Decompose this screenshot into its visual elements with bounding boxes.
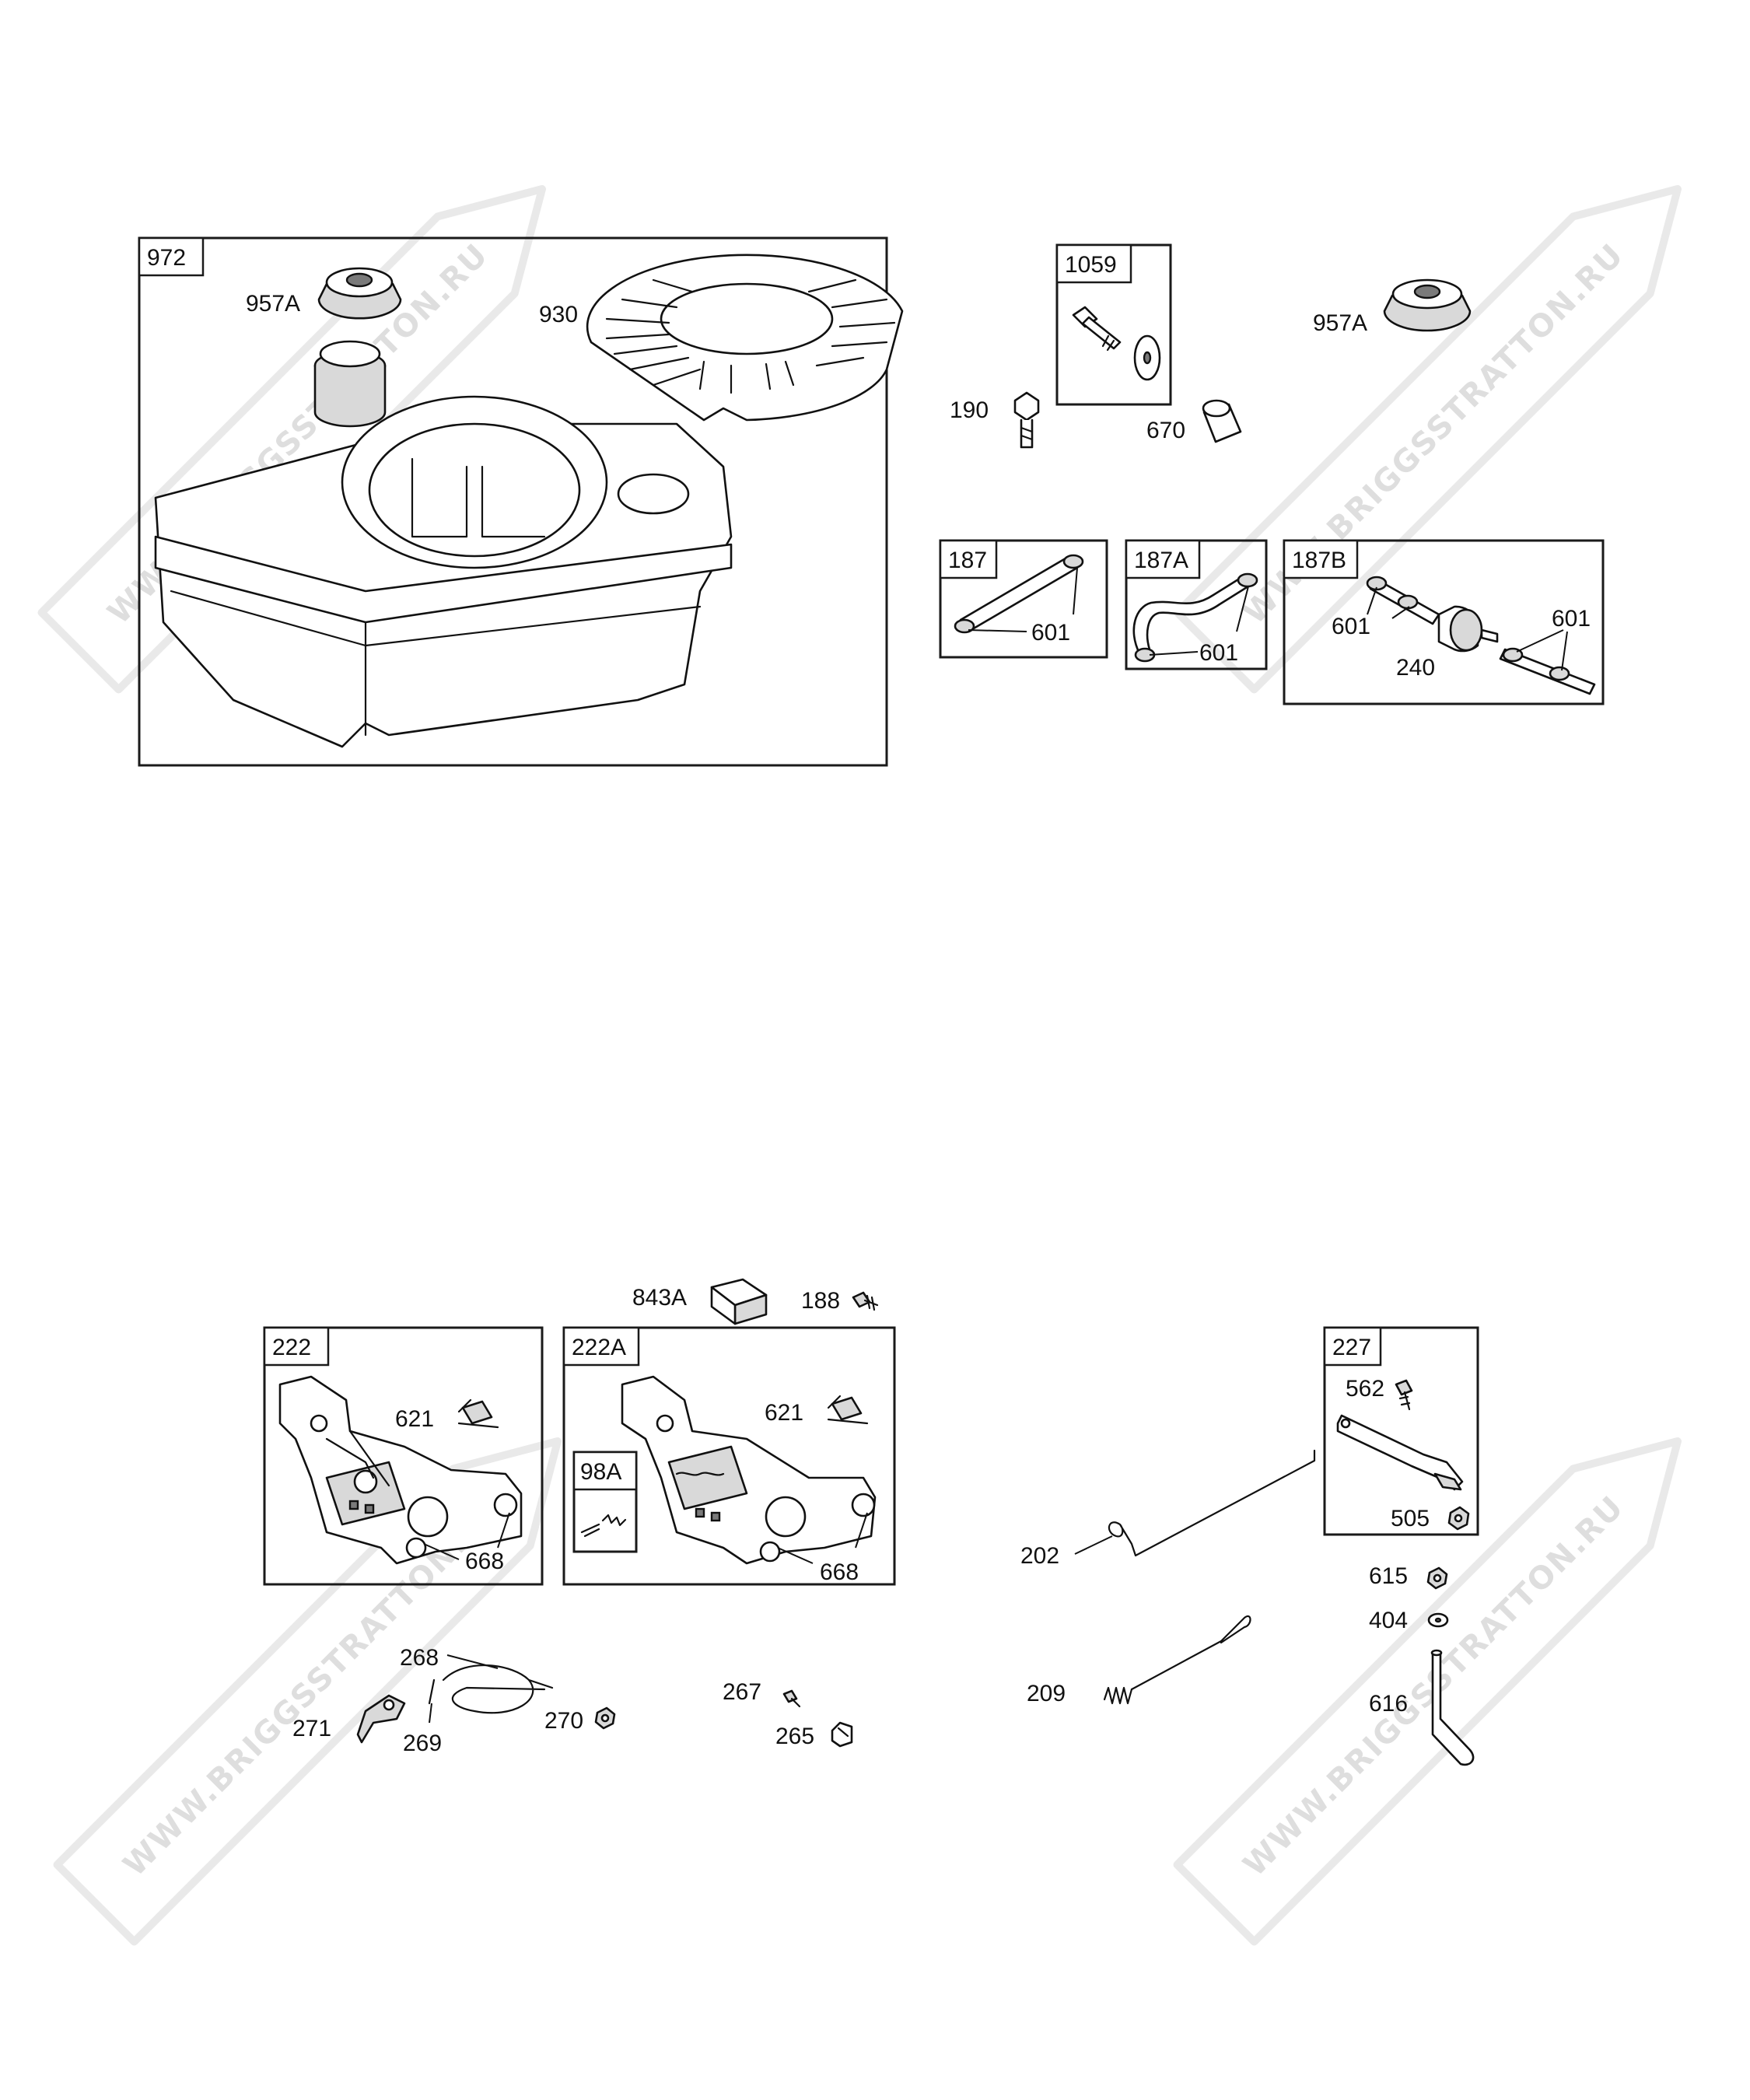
- group-187-label: 187: [948, 548, 987, 573]
- clip-265: [831, 1721, 853, 1748]
- part-601-label-187B-left: 601: [1332, 614, 1370, 639]
- leader-202: [1074, 1535, 1113, 1555]
- part-202-label: 202: [1020, 1543, 1059, 1569]
- washer: [1133, 334, 1161, 381]
- part-615-label: 615: [1369, 1563, 1408, 1589]
- oil-cap-957A-right: [1383, 278, 1472, 332]
- part-601-label-187: 601: [1031, 620, 1070, 646]
- part-562-label: 562: [1346, 1376, 1384, 1402]
- screw-188: [852, 1291, 879, 1311]
- part-268-label: 268: [400, 1645, 439, 1671]
- part-209-label: 209: [1027, 1681, 1066, 1706]
- part-621-label-222A: 621: [765, 1400, 803, 1426]
- part-190-label: 190: [950, 397, 989, 423]
- bolt-190: [1013, 391, 1040, 449]
- spring-209: [1103, 1615, 1251, 1705]
- throttle-cable-268: [428, 1664, 554, 1714]
- control-bracket-222A: [621, 1375, 877, 1565]
- oil-cap-957A-left: [317, 267, 402, 320]
- lever-271: [356, 1694, 406, 1744]
- part-240-label: 240: [1396, 655, 1435, 681]
- group-98A-tag: [572, 1451, 638, 1491]
- part-601-label-187B-right: 601: [1552, 606, 1591, 632]
- group-972-label: 972: [147, 245, 186, 271]
- fuel-line-187B-left: [1366, 576, 1440, 625]
- leader-268: [446, 1654, 499, 1669]
- watermark-top-right: WWW.BRIGGSSTRATTON.RU: [1173, 185, 1682, 694]
- part-616-label: 616: [1369, 1691, 1408, 1717]
- group-1059-tag: [1055, 243, 1132, 284]
- group-222A-tag: [562, 1326, 640, 1367]
- leader-601-187B-left: [1367, 586, 1410, 619]
- group-972-box: [138, 236, 888, 767]
- part-267-label: 267: [723, 1679, 761, 1705]
- leader-668-222A: [777, 1512, 868, 1564]
- shoulder-bolt: [1072, 306, 1122, 352]
- part-668-label-222: 668: [465, 1549, 504, 1574]
- screw-562: [1395, 1379, 1413, 1411]
- fuel-line-187B-right: [1499, 647, 1596, 695]
- clip-621-222: [457, 1398, 499, 1429]
- group-227-tag: [1323, 1326, 1382, 1367]
- part-271-label: 271: [292, 1716, 331, 1741]
- group-222A-box: [562, 1326, 896, 1586]
- group-187A-tag: [1125, 539, 1201, 579]
- part-404-label: 404: [1369, 1608, 1408, 1633]
- governor-link-202: [1108, 1449, 1316, 1557]
- group-187-tag: [939, 539, 998, 579]
- nut-270: [594, 1706, 616, 1730]
- part-270-label: 270: [544, 1708, 583, 1734]
- washer-404: [1427, 1612, 1449, 1628]
- clip-621-222A: [827, 1395, 869, 1425]
- group-98A-label: 98A: [580, 1459, 621, 1485]
- spacer-670: [1202, 399, 1242, 443]
- part-670-label: 670: [1146, 418, 1185, 443]
- part-957A-label-left: 957A: [246, 291, 300, 317]
- group-222-box: [263, 1326, 544, 1586]
- group-187B-label: 187B: [1292, 548, 1346, 573]
- part-621-label-222: 621: [395, 1406, 434, 1432]
- part-265-label: 265: [775, 1724, 814, 1749]
- nut-505: [1447, 1506, 1470, 1531]
- leader-269: [429, 1703, 432, 1724]
- fuel-filter-240: [1437, 605, 1499, 653]
- leader-668-222: [423, 1512, 510, 1560]
- leader-601-187B-right: [1516, 629, 1568, 671]
- part-505-label: 505: [1391, 1506, 1430, 1531]
- leader-601-187: [968, 567, 1078, 632]
- part-843A-label: 843A: [632, 1285, 687, 1311]
- spring-98A: [580, 1514, 627, 1538]
- group-227-label: 227: [1332, 1335, 1371, 1360]
- group-227-box: [1323, 1326, 1479, 1536]
- part-601-label-187A: 601: [1199, 640, 1238, 666]
- screen-930: [586, 254, 904, 422]
- group-222A-label: 222A: [572, 1335, 626, 1360]
- fuel-line-187A: [1132, 572, 1258, 663]
- nut-615: [1426, 1566, 1448, 1590]
- governor-lever-227: [1336, 1414, 1464, 1491]
- group-187B-tag: [1283, 539, 1359, 579]
- part-957A-label-right: 957A: [1313, 310, 1367, 336]
- control-bracket-222: [278, 1375, 523, 1565]
- part-668-label-222A: 668: [820, 1559, 859, 1585]
- group-187B-box: [1283, 539, 1605, 705]
- part-269-label: 269: [403, 1731, 442, 1756]
- group-187A-label: 187A: [1134, 548, 1188, 573]
- fuel-tank: [154, 340, 733, 748]
- group-222-tag: [263, 1326, 330, 1367]
- screw-267: [782, 1689, 801, 1708]
- part-843A: [710, 1278, 768, 1325]
- group-222-label: 222: [272, 1335, 311, 1360]
- group-187-box: [939, 539, 1108, 659]
- part-188-label: 188: [801, 1288, 840, 1314]
- fuel-line-187: [954, 554, 1084, 634]
- group-1059-label: 1059: [1065, 252, 1117, 278]
- group-972-tag: [138, 236, 205, 277]
- rod-616: [1430, 1649, 1475, 1766]
- leader-601-187A: [1149, 586, 1249, 656]
- part-930-label: 930: [539, 302, 578, 327]
